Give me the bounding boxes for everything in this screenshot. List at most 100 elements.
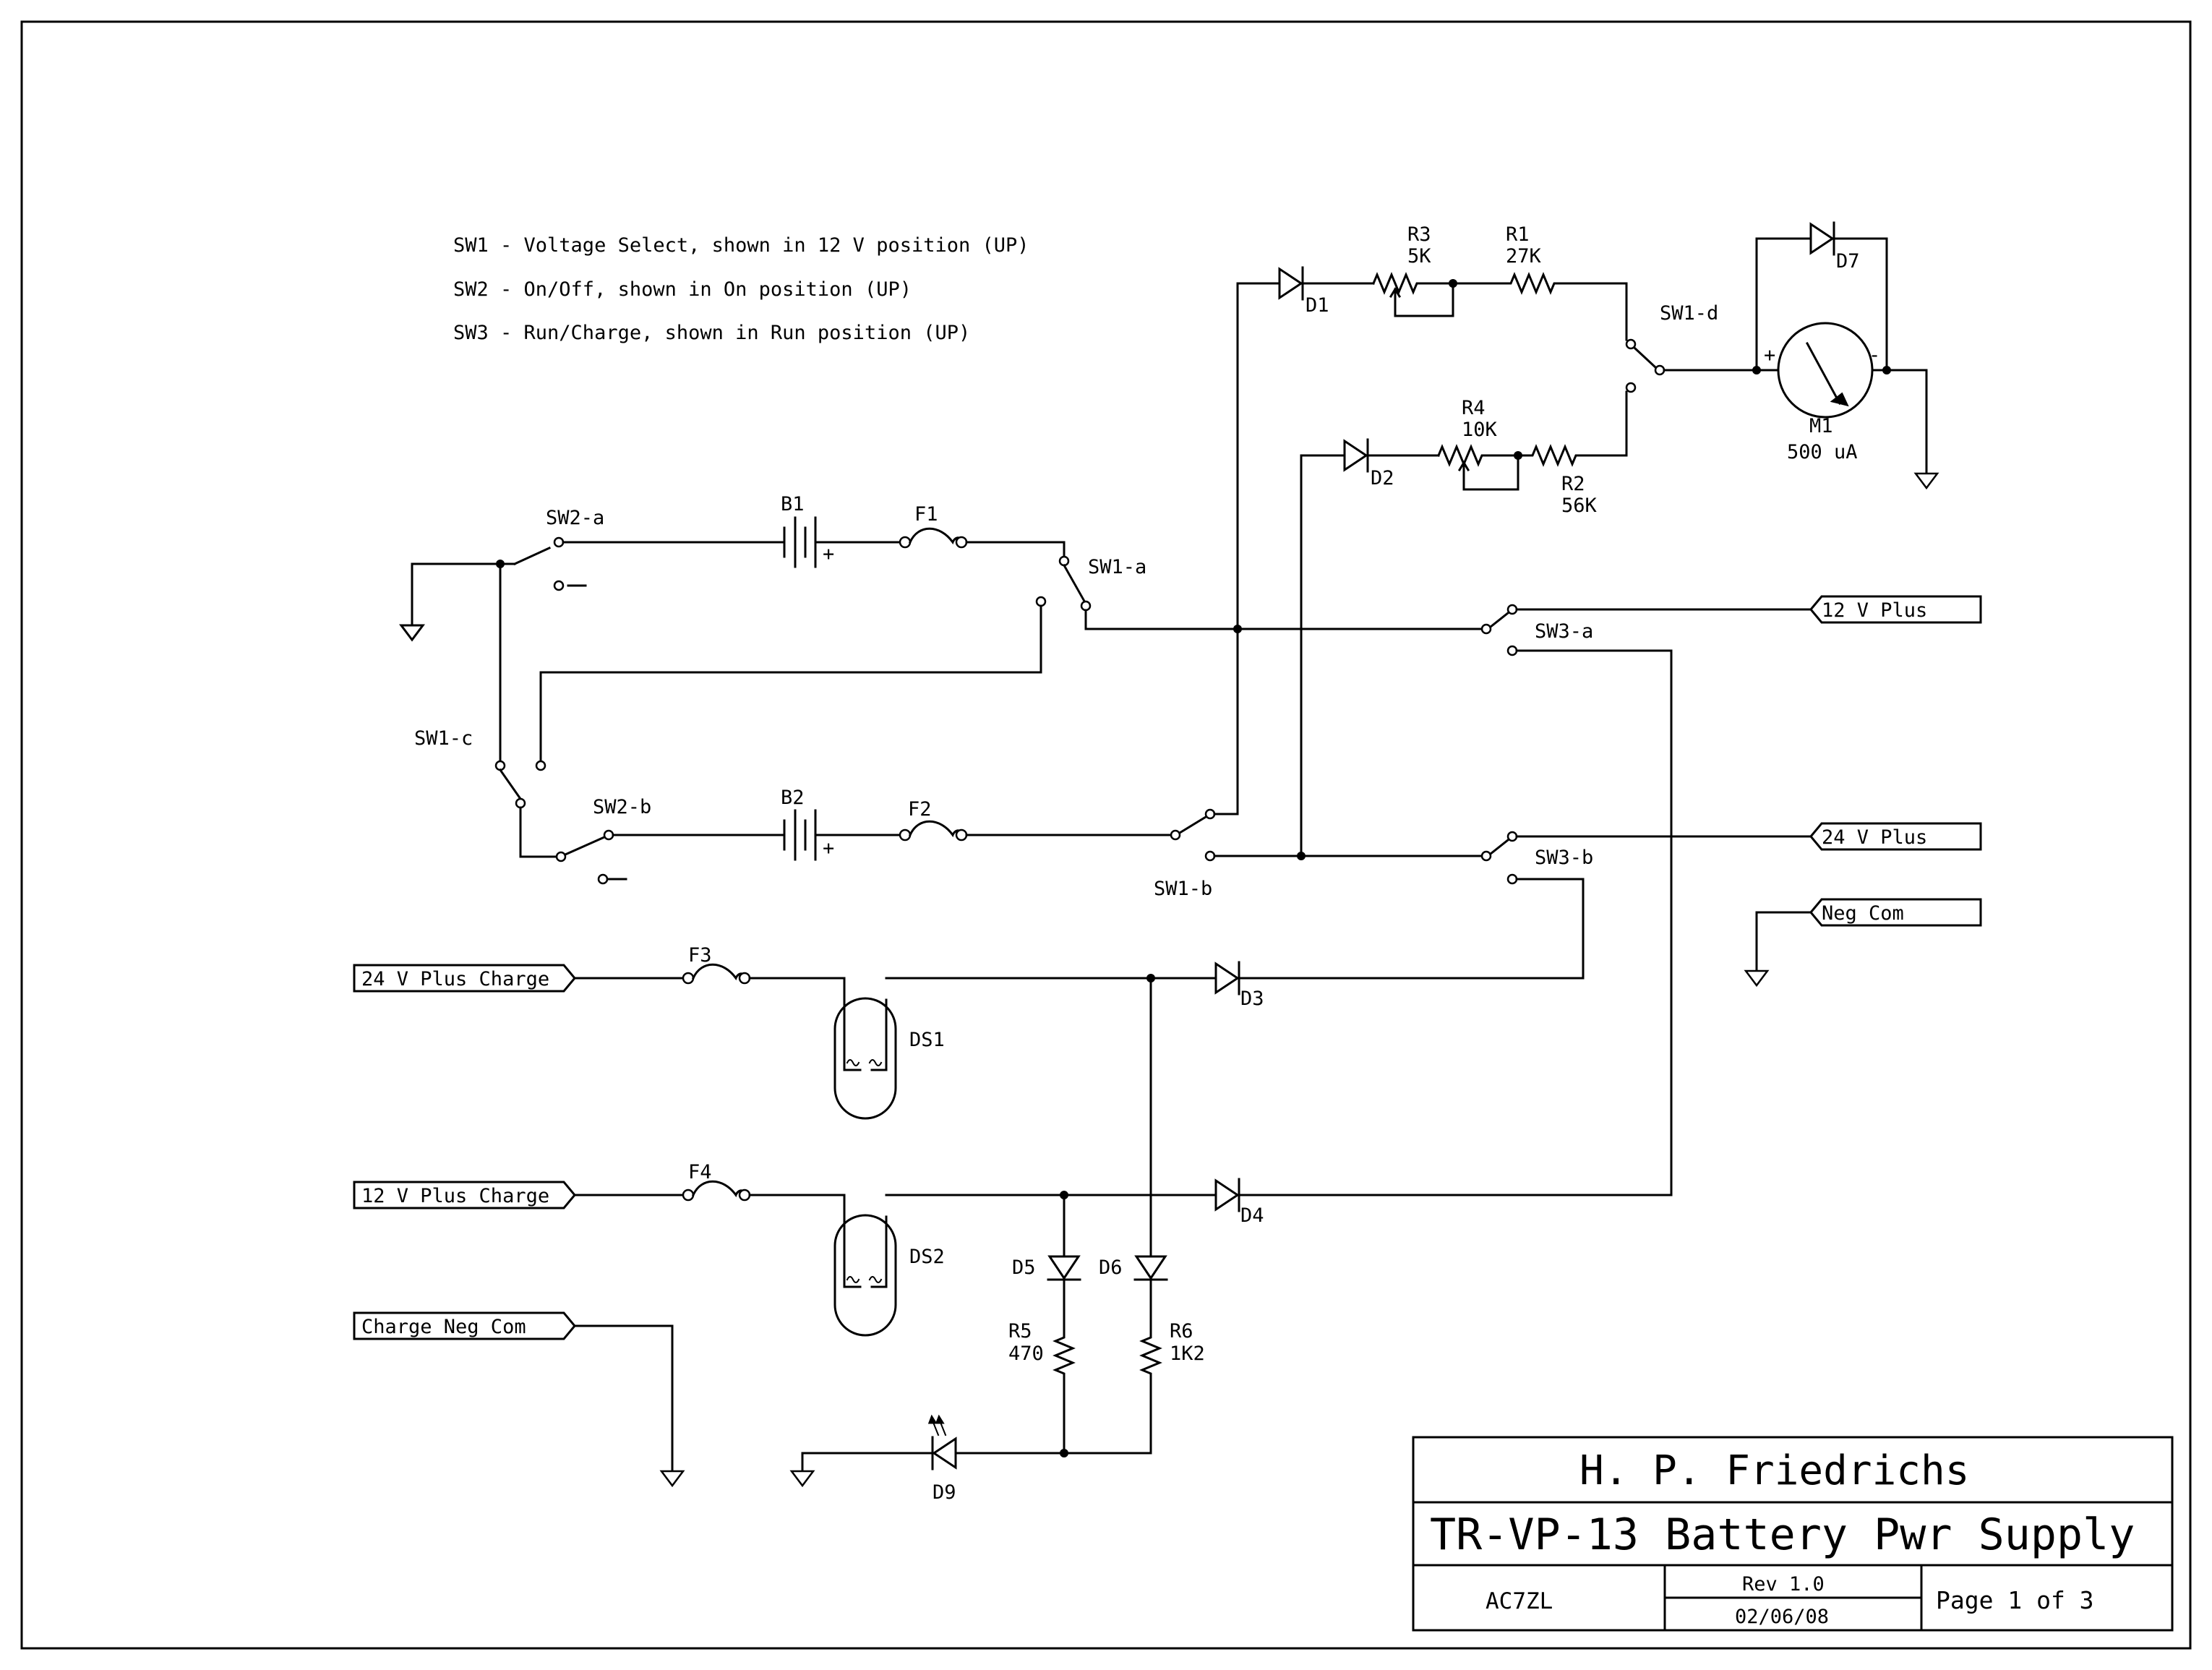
d3-label: D3 bbox=[1240, 988, 1264, 1010]
notes: SW1 - Voltage Select, shown in 12 V posi… bbox=[453, 234, 1029, 344]
sw1-b-label: SW1-b bbox=[1154, 878, 1212, 900]
port-charge-neg-com: Charge Neg Com bbox=[353, 1311, 685, 1488]
title-page: Page 1 of 3 bbox=[1936, 1586, 2094, 1614]
m1-value: 500 uA bbox=[1787, 441, 1858, 463]
note-sw3: SW3 - Run/Charge, shown in Run position … bbox=[453, 322, 970, 344]
b2-label: B2 bbox=[781, 787, 805, 809]
port-neg-com: Neg Com bbox=[1744, 898, 1982, 988]
sw2-b-switch: SW2-b bbox=[555, 796, 786, 885]
sw1-a-label: SW1-a bbox=[1088, 556, 1146, 578]
resistor-r6: R6 1K2 bbox=[1063, 1320, 1205, 1455]
resistor-r2: R2 56K bbox=[1517, 382, 1637, 517]
r3-value: 5K bbox=[1407, 245, 1431, 267]
title-date: 02/06/08 bbox=[1735, 1606, 1829, 1628]
d4-label: D4 bbox=[1240, 1204, 1264, 1227]
resistor-r1: R1 27K bbox=[1452, 223, 1637, 350]
sw1-b-switch: SW1-b bbox=[1154, 282, 1483, 900]
diode-d4: D4 bbox=[1214, 1178, 1673, 1227]
sw3-a-label: SW3-a bbox=[1535, 620, 1593, 643]
m1-ref: M1 bbox=[1809, 415, 1833, 437]
r5-ref: R5 bbox=[1008, 1320, 1032, 1343]
f1-label: F1 bbox=[914, 503, 938, 526]
d7-label: D7 bbox=[1836, 250, 1860, 273]
resistor-r5: R5 470 bbox=[1008, 1320, 1076, 1455]
port-12v-plus-charge: 12 V Plus Charge bbox=[353, 1181, 685, 1209]
note-sw2: SW2 - On/Off, shown in On position (UP) bbox=[453, 278, 912, 301]
title-rev: Rev 1.0 bbox=[1742, 1573, 1825, 1596]
r3-ref: R3 bbox=[1407, 223, 1431, 246]
sw3-a-switch: SW3-a bbox=[1480, 604, 1812, 1194]
sw2-b-label: SW2-b bbox=[593, 796, 651, 818]
r1-ref: R1 bbox=[1506, 223, 1530, 246]
resistor-r4: R4 10K bbox=[1437, 397, 1522, 491]
battery-b2: B2 + bbox=[781, 787, 901, 861]
port-24v-plus-charge: 24 V Plus Charge bbox=[353, 964, 685, 993]
diode-d5: D5 bbox=[1012, 1194, 1081, 1332]
fuse-f2: F2 bbox=[899, 798, 1173, 842]
diode-d7: D7 bbox=[1755, 221, 1891, 374]
port-12v-plus: 12 V Plus bbox=[1809, 595, 1982, 624]
r5-value: 470 bbox=[1008, 1343, 1044, 1365]
lamp-ds2: DS2 bbox=[833, 1194, 1217, 1337]
title-callsign: AC7ZL bbox=[1486, 1588, 1553, 1614]
port-24v-plus-charge-label: 24 V Plus Charge bbox=[361, 968, 549, 990]
sw2-a-label: SW2-a bbox=[546, 507, 604, 529]
sw1-c-label: SW1-c bbox=[414, 727, 473, 750]
r4-ref: R4 bbox=[1462, 397, 1486, 419]
fuse-f3: F3 bbox=[682, 944, 846, 1071]
port-24v-plus-label: 24 V Plus bbox=[1822, 826, 1927, 849]
r6-ref: R6 bbox=[1170, 1320, 1193, 1343]
r2-value: 56K bbox=[1561, 494, 1598, 517]
left-ground-section bbox=[399, 560, 516, 763]
d1-label: D1 bbox=[1306, 294, 1329, 317]
port-12v-plus-label: 12 V Plus bbox=[1822, 599, 1927, 622]
sw1-a-switch: SW1-a bbox=[539, 541, 1483, 763]
port-12v-plus-charge-label: 12 V Plus Charge bbox=[361, 1185, 549, 1207]
f2-label: F2 bbox=[908, 798, 932, 821]
page-border bbox=[20, 20, 2192, 1650]
sw1-d-switch: SW1-d bbox=[1633, 302, 1761, 376]
r1-value: 27K bbox=[1506, 245, 1542, 267]
b1-plus: + bbox=[823, 543, 834, 565]
sw3-b-label: SW3-b bbox=[1535, 847, 1593, 869]
fuse-f1: F1 bbox=[899, 503, 1066, 549]
resistor-r3: R3 5K bbox=[1372, 223, 1457, 317]
port-24v-plus: 24 V Plus bbox=[1809, 822, 1982, 851]
b1-label: B1 bbox=[781, 493, 805, 515]
lamp-ds1: DS1 bbox=[833, 977, 1152, 1120]
d9-label: D9 bbox=[933, 1481, 956, 1504]
title-main: TR-VP-13 Battery Pwr Supply bbox=[1430, 1510, 2135, 1560]
sw3-b-switch: SW3-b bbox=[1480, 831, 1812, 977]
sw1-c-switch: SW1-c bbox=[414, 727, 558, 858]
ground-symbol bbox=[399, 624, 425, 642]
f3-label: F3 bbox=[688, 944, 712, 967]
d5-label: D5 bbox=[1012, 1256, 1036, 1279]
b2-plus: + bbox=[823, 837, 834, 860]
m1-plus: + bbox=[1764, 344, 1775, 367]
diode-d2: D2 bbox=[1300, 438, 1440, 857]
diode-d6: D6 bbox=[1099, 977, 1168, 1332]
meter-m1: + - M1 500 uA bbox=[1755, 322, 1939, 490]
r2-ref: R2 bbox=[1561, 473, 1585, 495]
port-charge-neg-com-label: Charge Neg Com bbox=[361, 1316, 526, 1338]
title-author: H. P. Friedrichs bbox=[1579, 1447, 1969, 1494]
f4-label: F4 bbox=[688, 1161, 712, 1183]
r4-value: 10K bbox=[1462, 419, 1498, 441]
m1-minus: - bbox=[1869, 344, 1880, 367]
sw2-a-switch: SW2-a bbox=[513, 507, 786, 591]
note-sw1: SW1 - Voltage Select, shown in 12 V posi… bbox=[453, 234, 1029, 257]
ds2-label: DS2 bbox=[909, 1246, 945, 1268]
led-d9: D9 bbox=[789, 1414, 1066, 1504]
diode-d3: D3 bbox=[1149, 961, 1585, 1010]
diode-d1: D1 bbox=[1236, 266, 1375, 317]
d6-label: D6 bbox=[1099, 1256, 1123, 1279]
r6-value: 1K2 bbox=[1170, 1343, 1205, 1365]
port-neg-com-label: Neg Com bbox=[1822, 902, 1904, 925]
d2-label: D2 bbox=[1371, 467, 1394, 489]
fuse-f4: F4 bbox=[682, 1161, 846, 1288]
battery-b1: B1 + bbox=[781, 493, 901, 568]
title-block: H. P. Friedrichs TR-VP-13 Battery Pwr Su… bbox=[1412, 1436, 2174, 1632]
ds1-label: DS1 bbox=[909, 1029, 945, 1051]
sw1-d-label: SW1-d bbox=[1660, 302, 1718, 325]
